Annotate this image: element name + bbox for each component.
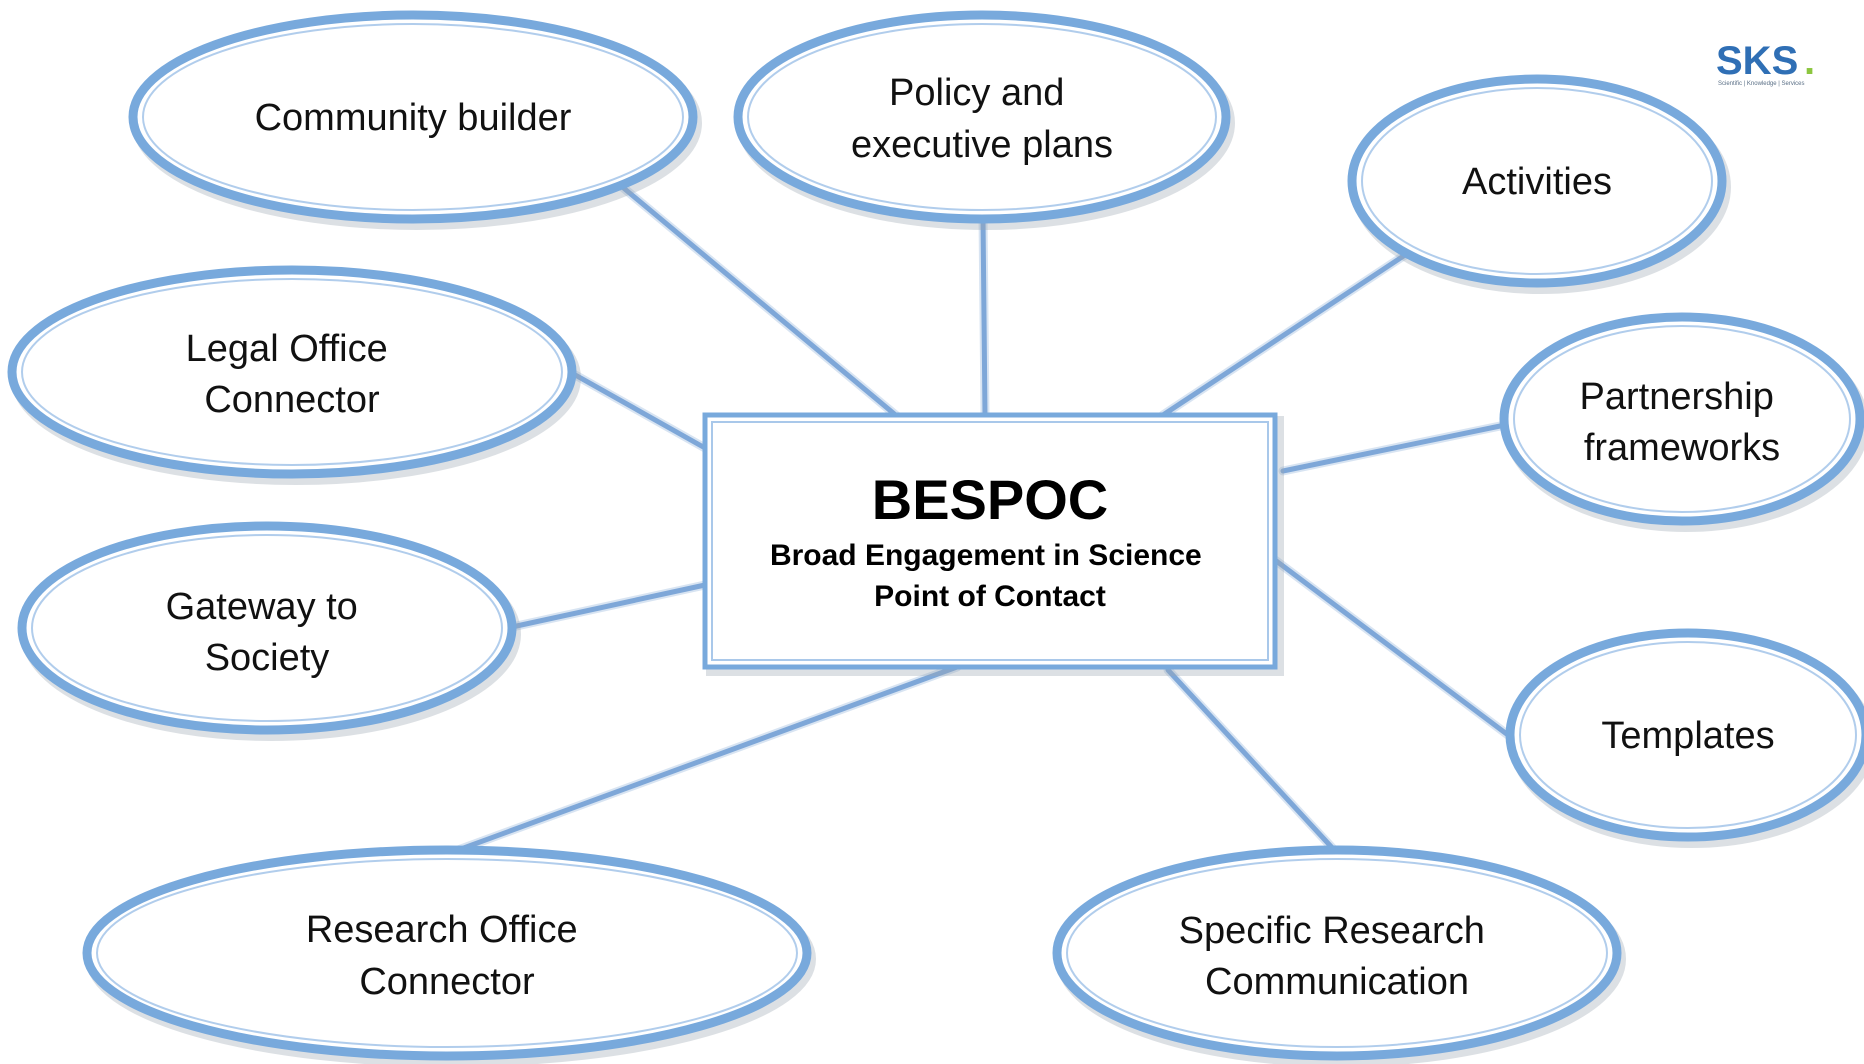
node-label-line: Communication	[1205, 961, 1469, 1003]
node-label-line: Connector	[359, 961, 535, 1003]
center-node-bespoc: BESPOC Broad Engagement in Science Point…	[702, 412, 1284, 676]
logo-text: SKS	[1716, 39, 1798, 83]
svg-text:Partnership frameworks: Partnership frameworks	[1580, 376, 1785, 469]
svg-text:Community builder: Community builder	[255, 97, 572, 139]
node-policy-and-executive-plans: Policy and executive plans	[733, 10, 1235, 230]
node-label-line: Templates	[1601, 715, 1774, 757]
node-label-line: Society	[205, 637, 330, 679]
node-templates: Templates	[1505, 628, 1864, 848]
sks-logo: SKS . Scientific | Knowledge | Services	[1716, 39, 1815, 87]
connectors	[445, 180, 1513, 858]
node-label-line: executive plans	[851, 124, 1113, 166]
connector-templates	[1272, 557, 1511, 738]
svg-text:Templates: Templates	[1601, 715, 1774, 757]
svg-text:Specific Research Commun: Specific Research Communication	[1179, 910, 1496, 1003]
connector-activities	[1160, 252, 1408, 418]
connector-specific-research-communication	[1165, 667, 1340, 856]
node-label-line: Connector	[204, 379, 380, 421]
node-label-line: Research Office	[306, 909, 578, 951]
svg-text:Policy and executive pla: Policy and executive plans	[851, 72, 1113, 166]
node-label-line: Community builder	[255, 97, 572, 139]
svg-text:Legal Office Connector: Legal Office Connector	[186, 328, 399, 421]
connector-community-builder	[617, 182, 901, 420]
node-label-line: Activities	[1462, 161, 1612, 203]
connector-policy-and-executive-plans	[980, 215, 988, 418]
svg-text:Activities: Activities	[1462, 161, 1612, 203]
logo-dot: .	[1804, 39, 1815, 83]
node-label-line: Specific Research	[1179, 910, 1485, 952]
connector-gateway-to-society	[509, 582, 708, 630]
node-label-line: Policy and	[889, 72, 1064, 114]
logo-tagline: Scientific | Knowledge | Services	[1718, 81, 1805, 87]
connector-partnership-frameworks	[1280, 422, 1508, 474]
svg-text:Research Office Connecto: Research Office Connector	[306, 909, 588, 1003]
node-activities: Activities	[1347, 74, 1731, 294]
node-label-line: Partnership	[1580, 376, 1774, 418]
node-legal-office-connector: Legal Office Connector	[7, 265, 581, 485]
node-label-line: Legal Office	[186, 328, 388, 370]
node-label-line: Gateway to	[166, 586, 358, 628]
node-gateway-to-society: Gateway to Society	[17, 521, 521, 741]
center-title: BESPOC	[872, 468, 1109, 531]
node-research-office-connector: Research Office Connector	[82, 845, 816, 1064]
node-community-builder: Community builder	[128, 10, 702, 230]
connector-research-office-connector	[447, 664, 960, 856]
node-specific-research-communication: Specific Research Communication	[1052, 845, 1626, 1064]
svg-text:Broad Engagement in Science: Broad Engagement in Science Point of Con…	[770, 539, 1210, 613]
connector-legal-office-connector	[567, 369, 708, 451]
node-partnership-frameworks: Partnership frameworks	[1499, 312, 1864, 532]
node-label-line: frameworks	[1584, 427, 1780, 469]
center-subtitle-line: Broad Engagement in Science	[770, 539, 1202, 572]
center-subtitle-line: Point of Contact	[874, 580, 1106, 613]
svg-text:Gateway to Society: Gateway to Society	[166, 586, 369, 679]
